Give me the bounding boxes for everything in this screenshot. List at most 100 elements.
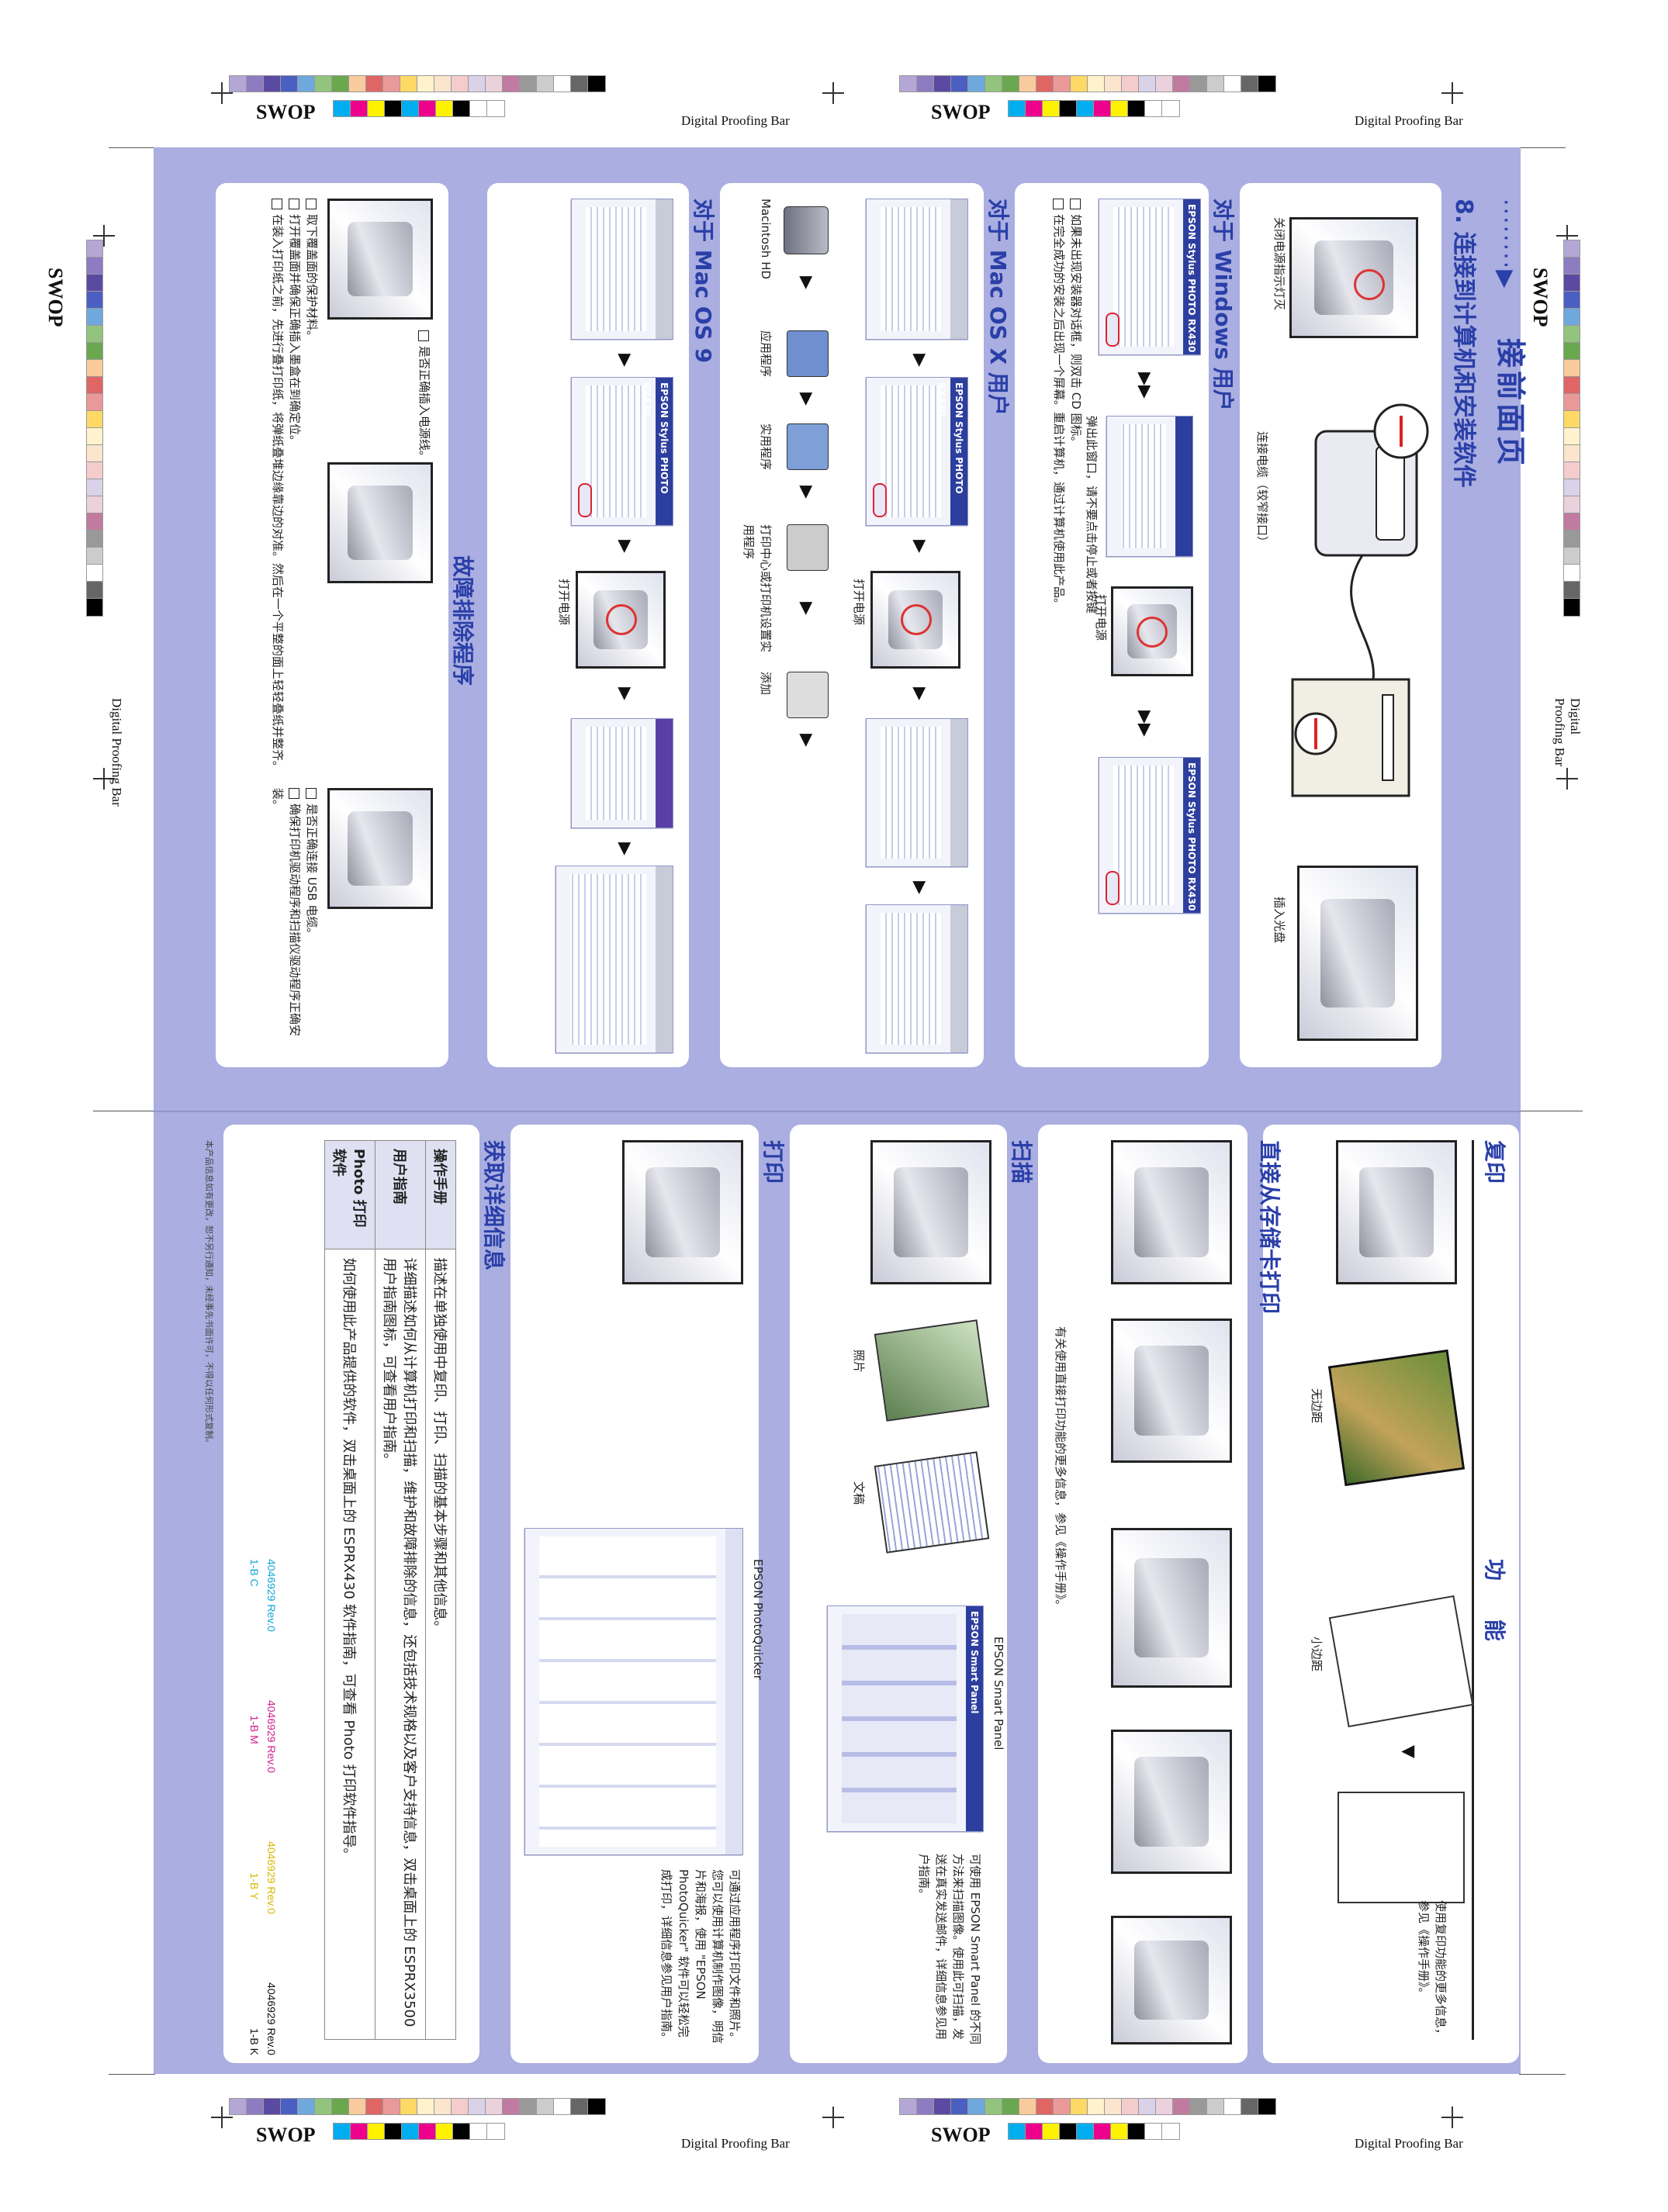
color-swatch [452,100,471,117]
color-swatch [1127,100,1146,117]
crop-line [109,2074,155,2075]
power-on-photo [870,571,960,669]
color-swatch [1059,100,1078,117]
color-swatch [899,75,918,92]
note-item: 如果未出现安装器对话框，则双击 CD 图标。 [1068,199,1085,974]
print-photos-illustration [1111,1916,1232,2044]
borderless-sample [1327,1349,1466,1487]
note-item: 在完全成功的安装之后出现一个屏幕。重启计算机，通过计算机使用此产品。 [1050,199,1068,974]
color-swatch [1144,2123,1163,2140]
double-arrow-icon: ▶▶ [1135,372,1154,399]
color-swatch [570,2098,589,2115]
disclaimer: 本产品信息如有更改，恕不另行通知，未经事先书面许可，不得以任何形式复制。 [204,1140,214,1447]
insert-cd-photo [1297,866,1418,1041]
color-swatch [587,2098,606,2115]
color-swatch [1563,291,1580,309]
color-swatch [933,75,952,92]
color-swatch [418,2123,437,2140]
color-swatch [86,257,103,275]
color-swatch-bar [1563,240,1580,617]
color-swatch [933,2098,952,2115]
registration-mark-top-center [822,82,844,104]
color-swatch [367,2123,386,2140]
printer-utility-icon [787,524,829,571]
color-swatch [350,100,369,117]
color-swatch [1563,530,1580,548]
color-swatch [86,240,103,258]
color-swatch [333,2123,351,2140]
color-swatch [468,2098,486,2115]
power-off-caption: 关闭电源指示灯灭 [1272,217,1286,311]
color-swatch [86,547,103,565]
photoquicker-label: EPSON PhotoQuicker [751,1559,765,1680]
arrow-icon: ▶ [797,276,816,289]
step-print-center: 打印中心或打印机设置实用程序 [742,524,773,653]
proofing-bar-label: Digital Proofing Bar [681,2136,790,2151]
color-swatch [331,75,350,92]
color-swatch [86,479,103,497]
calendar-sample [1328,1595,1474,1728]
color-swatch [519,75,538,92]
color-swatch [86,291,103,309]
swop-label: SWOP [931,101,991,123]
color-swatch [280,2098,299,2115]
scanner-illustration [870,1140,991,1284]
crop-line [1519,147,1566,148]
table-cell: 如何使用此产品提供的软件，双击桌面上的 ESPRX430 软件指南，可查看 Ph… [324,1249,375,2040]
color-swatch [86,274,103,292]
color-swatch [1008,2123,1026,2140]
color-swatch [1087,75,1106,92]
color-swatch [1110,2123,1129,2140]
color-swatch [1563,496,1580,514]
color-swatch [1019,2098,1037,2115]
color-swatch [263,75,282,92]
color-swatch [553,75,572,92]
proofing-bar-label: Digital Proofing Bar [1355,113,1463,128]
color-swatch [86,376,103,395]
color-swatch-bar [229,75,606,92]
registration-mark-bottom-right [1441,2107,1463,2128]
arrow-icon: ▶ [615,842,635,855]
color-swatch [86,342,103,361]
table-cell: 描述在单独使用中复印、打印、扫描的基本步骤和其他信息。 [425,1249,456,2040]
color-swatch [1172,2098,1191,2115]
arrow-icon: ▼ [1399,1745,1418,1758]
color-swatch [1155,2098,1174,2115]
checklist-item: 是否正确插入电源线。 [416,330,433,765]
color-swatch [985,75,1003,92]
color-swatch [1563,461,1580,480]
color-swatch [86,444,103,463]
color-swatch [435,2123,454,2140]
color-swatch [1223,75,1242,92]
power-off-photo [1289,217,1418,338]
power-on-caption: 打开电源 [852,579,866,626]
windows-note: 如果未出现安装器对话框，则双击 CD 图标。 在完全成功的安装之后出现一个屏幕。… [1050,199,1085,974]
installer-screenshot: EPSON Stylus PHOTO RX430 [1099,199,1201,355]
color-swatch [587,75,606,92]
cmyk-swatch-bar [333,100,505,117]
color-swatch [86,513,103,531]
color-swatch [1025,2123,1043,2140]
color-swatch [86,496,103,514]
color-swatch [384,100,403,117]
details-table: 操作手册 描述在单独使用中复印、打印、扫描的基本步骤和其他信息。 用户指南 详细… [324,1140,456,2040]
color-swatch [1036,75,1054,92]
proofing-bar-label: Digital Proofing Bar [1355,2136,1463,2151]
scan-desc: 可使用 EPSON Smart Panel 的不同方法来扫描图像。使用此可扫描，… [917,1854,982,2044]
arrow-icon: ▶ [615,687,635,700]
color-swatch [1563,427,1580,446]
step-add: 添加 [759,672,773,696]
color-swatch [86,581,103,600]
color-swatch [365,75,384,92]
checklist-item: 取下覆盖面的保护材料。 [303,199,320,788]
color-swatch [331,2098,350,2115]
color-swatch [1563,393,1580,412]
color-swatch [1025,100,1043,117]
os9-desktop-screenshot [571,199,673,340]
color-swatch [1121,75,1140,92]
cmyk-swatch-bar [1008,2123,1180,2140]
mac-installer-screenshot: EPSON Stylus PHOTO RX430 [866,377,968,526]
complete-screenshot: EPSON Stylus PHOTO RX430 [1099,757,1201,914]
card-print-note: 有关使用直接打印功能的更多信息，参见《操作手册》。 [1054,1326,1068,1612]
cmyk-code-k: 4046929 Rev.0 [265,1982,278,2055]
